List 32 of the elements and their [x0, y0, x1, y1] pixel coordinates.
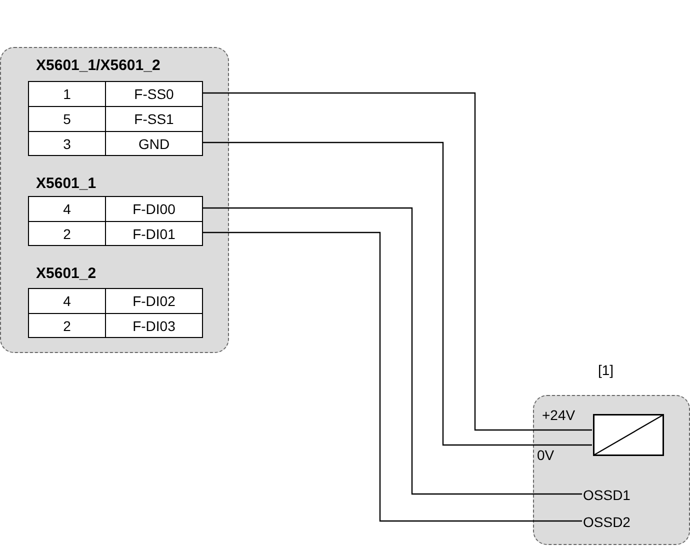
signal-name: F-DI03: [105, 314, 202, 337]
terminal-row: [28, 131, 203, 156]
sensor-panel: [533, 395, 690, 545]
terminal-row: [28, 221, 203, 246]
signal-name: GND: [105, 132, 202, 155]
signal-name: F-DI01: [105, 222, 202, 245]
terminal-number: 2: [62, 316, 72, 336]
connector-heading: X5601_2: [36, 265, 96, 282]
terminal-row: [28, 81, 203, 107]
connector-heading: X5601_1: [36, 175, 96, 192]
terminal-number: 1: [62, 85, 72, 104]
connector-heading: X5601_1/X5601_2: [36, 57, 160, 74]
terminal-row: [28, 106, 203, 132]
wire: [202, 207, 582, 495]
terminal-number: 4: [62, 200, 72, 219]
terminal-number: 3: [62, 134, 72, 154]
converter-symbol: [593, 414, 664, 456]
edge-label: +24V: [541, 407, 576, 423]
terminal-row: [28, 313, 203, 338]
terminal-row: [28, 196, 203, 222]
reference-number: [1]: [598, 362, 614, 378]
wire: [202, 232, 582, 522]
wire: [202, 92, 592, 431]
terminal-number: 2: [62, 224, 72, 244]
edge-label: 0V: [536, 447, 556, 463]
terminal-number: 5: [62, 110, 72, 129]
signal-label: OSSD1: [583, 486, 647, 504]
terminal-row: [28, 288, 203, 314]
wire: [202, 142, 592, 446]
signal-label: OSSD2: [583, 513, 647, 531]
device-panel: [0, 47, 229, 353]
terminal-number: 4: [62, 292, 72, 311]
